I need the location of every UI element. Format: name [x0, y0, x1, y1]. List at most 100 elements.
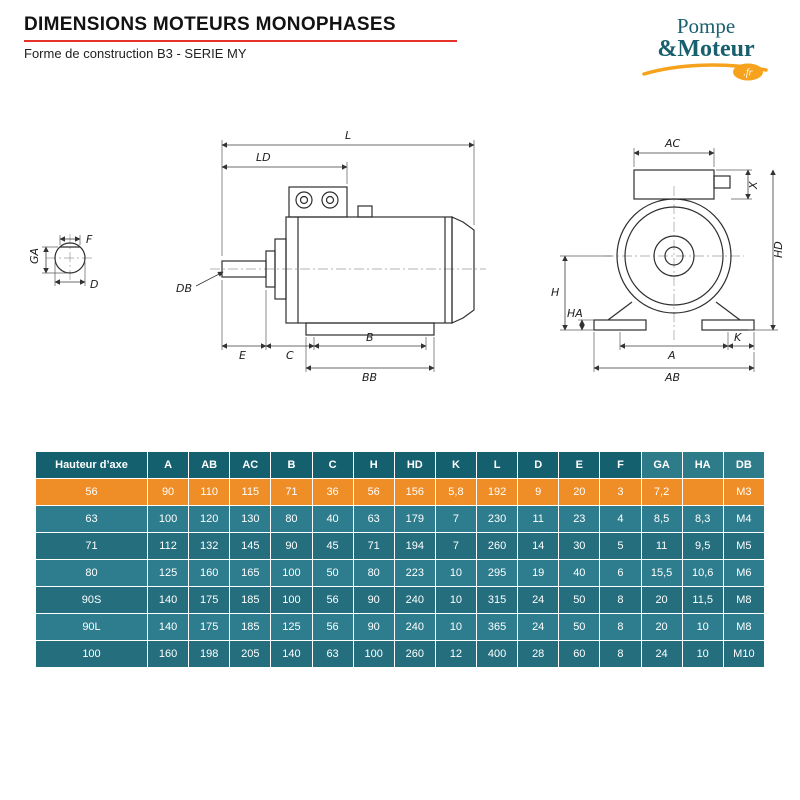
dim-label-ab: AB — [664, 371, 680, 384]
table-cell: 240 — [393, 613, 436, 642]
table-cell: 23 — [558, 505, 601, 534]
page-title: DIMENSIONS MOTEURS MONOPHASES — [24, 14, 396, 35]
table-cell: 20 — [640, 613, 683, 642]
table-cell: 45 — [311, 532, 354, 561]
table-cell: 400 — [475, 640, 519, 669]
dim-label-ha: HA — [567, 307, 583, 320]
table-cell: 9,5 — [681, 532, 724, 561]
table-cell: 8 — [599, 613, 642, 642]
table-cell: 90 — [270, 532, 313, 561]
column-header-d: D — [517, 451, 560, 480]
table-cell: 12 — [434, 640, 478, 669]
dim-label-e: E — [239, 349, 246, 362]
column-header-b: B — [270, 451, 313, 480]
table-cell: 192 — [475, 478, 519, 507]
brand-name-line2: &Moteur — [657, 36, 755, 62]
table-cell: 90 — [352, 586, 395, 615]
table-cell: 100 — [352, 640, 395, 669]
table-cell: 11 — [640, 532, 683, 561]
table-cell: 9 — [517, 478, 560, 507]
column-header-ab: AB — [188, 451, 231, 480]
table-cell: 71 — [35, 532, 148, 561]
column-header-c: C — [311, 451, 354, 480]
table-cell: 160 — [146, 640, 190, 669]
table-cell: 5 — [599, 532, 642, 561]
table-cell: 100 — [146, 505, 190, 534]
table-cell: 30 — [558, 532, 601, 561]
page-subtitle: Forme de construction B3 - SERIE MY — [24, 46, 247, 61]
dim-label-b: B — [366, 331, 374, 344]
table-cell: 100 — [270, 586, 313, 615]
table-cell: 63 — [311, 640, 354, 669]
dim-label-l: L — [345, 129, 351, 142]
table-cell: 179 — [393, 505, 436, 534]
table-cell: 60 — [558, 640, 601, 669]
title-block: DIMENSIONS MOTEURS MONOPHASES Forme de c… — [24, 14, 457, 61]
table-cell: 115 — [229, 478, 272, 507]
table-cell: M3 — [722, 478, 766, 507]
column-header-k: K — [434, 451, 478, 480]
table-cell: 185 — [229, 586, 272, 615]
table-cell: 160 — [188, 559, 231, 588]
column-header-a: A — [146, 451, 190, 480]
motor-side-view: L LD DB E C B BB — [176, 129, 486, 384]
table-cell: 260 — [393, 640, 436, 669]
table-cell: 112 — [146, 532, 190, 561]
table-cell: 132 — [188, 532, 231, 561]
dim-label-d: D — [90, 278, 98, 291]
table-cell: 8 — [599, 586, 642, 615]
table-cell: M4 — [722, 505, 766, 534]
table-cell: 71 — [352, 532, 395, 561]
brand-logo: Pompe &Moteur .fr — [642, 16, 770, 82]
table-cell: 15,5 — [640, 559, 683, 588]
table-cell: 20 — [640, 586, 683, 615]
table-cell: 24 — [640, 640, 683, 669]
dim-label-x: X — [747, 181, 760, 190]
table-cell: M10 — [722, 640, 766, 669]
dim-label-ac: AC — [664, 137, 681, 150]
table-cell: 175 — [188, 613, 231, 642]
table-cell: 198 — [188, 640, 231, 669]
table-cell: 90 — [146, 478, 190, 507]
table-cell: 120 — [188, 505, 231, 534]
table-cell: 156 — [393, 478, 436, 507]
table-cell: 185 — [229, 613, 272, 642]
table-cell: 63 — [35, 505, 148, 534]
table-cell: 223 — [393, 559, 436, 588]
table-cell: 5,8 — [434, 478, 478, 507]
dim-label-a: A — [667, 349, 676, 362]
technical-drawing: F GA D — [28, 129, 785, 384]
dim-label-f: F — [86, 233, 93, 246]
brand-swoosh-icon: .fr — [642, 63, 768, 81]
table-cell: M6 — [722, 559, 766, 588]
column-header-h: H — [352, 451, 395, 480]
table-cell: 10 — [434, 586, 478, 615]
table-cell: 7 — [434, 532, 478, 561]
table-cell: 175 — [188, 586, 231, 615]
table-cell: 140 — [146, 586, 190, 615]
column-header-l: L — [475, 451, 519, 480]
table-cell: 125 — [270, 613, 313, 642]
table-cell: 71 — [270, 478, 313, 507]
table-cell: 10 — [681, 613, 724, 642]
table-cell: 240 — [393, 586, 436, 615]
title-underline — [24, 40, 457, 42]
table-cell — [681, 478, 724, 507]
table-cell: 40 — [558, 559, 601, 588]
table-cell: 230 — [475, 505, 519, 534]
table-cell: 50 — [311, 559, 354, 588]
table-cell: 8,3 — [681, 505, 724, 534]
column-header-ha: HA — [681, 451, 724, 480]
column-header-hauteur-d-axe: Hauteur d’axe — [35, 451, 148, 480]
motor-front-view: AC X HD H HA A K AB — [551, 137, 785, 384]
table-cell: M8 — [722, 613, 766, 642]
table-cell: 80 — [352, 559, 395, 588]
table-cell: 7,2 — [640, 478, 683, 507]
